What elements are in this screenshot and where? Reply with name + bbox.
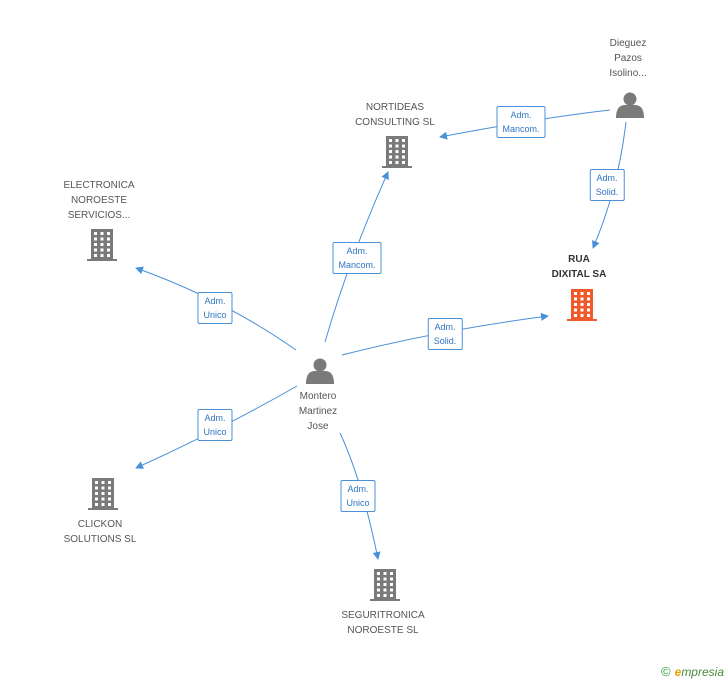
node-label-line: ELECTRONICA — [63, 180, 135, 191]
edge-label-line: Unico — [203, 427, 227, 437]
edge-label-dieguez-to-rua[interactable]: Adm. Solid. — [589, 169, 625, 201]
copyright-icon: © — [661, 664, 671, 679]
node-label-line: SEGURITRONICA — [341, 610, 425, 621]
edge-label-line: Adm. — [346, 246, 368, 256]
edge-label-montero-to-nortideas[interactable]: Adm. Mancom. — [332, 242, 382, 274]
edge-label-montero-to-seguritronica[interactable]: Adm. Unico — [340, 480, 376, 512]
edge-label-montero-to-electronica[interactable]: Adm. Unico — [197, 292, 233, 324]
brand-initial: e — [674, 665, 682, 679]
edge-label-line: Mancom. — [502, 124, 540, 134]
node-label-line: CONSULTING SL — [355, 117, 435, 128]
node-label-line: Isolino... — [609, 68, 647, 79]
node-label-line: NOROESTE SL — [347, 625, 419, 636]
edge-label-line: Mancom. — [338, 260, 376, 270]
node-label-line: NOROESTE — [70, 195, 128, 206]
node-label-electronica[interactable]: ELECTRONICA NOROESTE SERVICIOS... — [63, 178, 134, 223]
node-label-line: NORTIDEAS — [365, 102, 425, 113]
node-label-line: Jose — [307, 421, 329, 432]
building-icon[interactable] — [87, 229, 117, 261]
edge-label-line: Unico — [203, 310, 227, 320]
brand-name: mpresia — [681, 665, 724, 679]
node-label-clickon[interactable]: CLICKON SOLUTIONS SL — [64, 517, 137, 547]
building-icon[interactable] — [370, 569, 400, 601]
node-label-nortideas[interactable]: NORTIDEAS CONSULTING SL — [355, 100, 435, 130]
node-label-seguritronica[interactable]: SEGURITRONICA NOROESTE SL — [341, 608, 424, 638]
person-icon[interactable] — [306, 358, 334, 385]
node-label-rua[interactable]: RUA DIXITAL SA — [552, 252, 607, 282]
edge-label-line: Unico — [346, 498, 370, 508]
edge-label-dieguez-to-nortideas[interactable]: Adm. Mancom. — [496, 106, 546, 138]
building-icon[interactable] — [88, 478, 118, 510]
edge-label-line: Adm. — [204, 413, 226, 423]
building-icon[interactable] — [382, 136, 412, 168]
edge-label-line: Adm. — [434, 322, 456, 332]
node-label-line: RUA — [568, 254, 590, 265]
edge-label-line: Solid. — [433, 336, 457, 346]
edge-label-line: Adm. — [204, 296, 226, 306]
edge-label-line: Solid. — [595, 187, 619, 197]
node-label-line: Dieguez — [609, 38, 647, 49]
node-label-line: DIXITAL SA — [551, 269, 607, 280]
node-label-line: CLICKON — [77, 519, 123, 530]
node-label-line: SOLUTIONS SL — [63, 534, 137, 545]
node-label-line: Martinez — [298, 406, 338, 417]
edge-label-line: Adm. — [596, 173, 618, 183]
building-icon[interactable] — [567, 289, 597, 321]
edge-label-montero-to-rua[interactable]: Adm. Solid. — [427, 318, 463, 350]
node-label-line: SERVICIOS... — [67, 210, 131, 221]
footer-brand: ©empresia — [661, 664, 724, 679]
edge-label-line: Adm. — [510, 110, 532, 120]
node-label-line: Montero — [299, 391, 337, 402]
edge-label-line: Adm. — [347, 484, 369, 494]
person-icon[interactable] — [616, 92, 644, 119]
node-label-line: Pazos — [614, 53, 642, 64]
edge-label-montero-to-clickon[interactable]: Adm. Unico — [197, 409, 233, 441]
